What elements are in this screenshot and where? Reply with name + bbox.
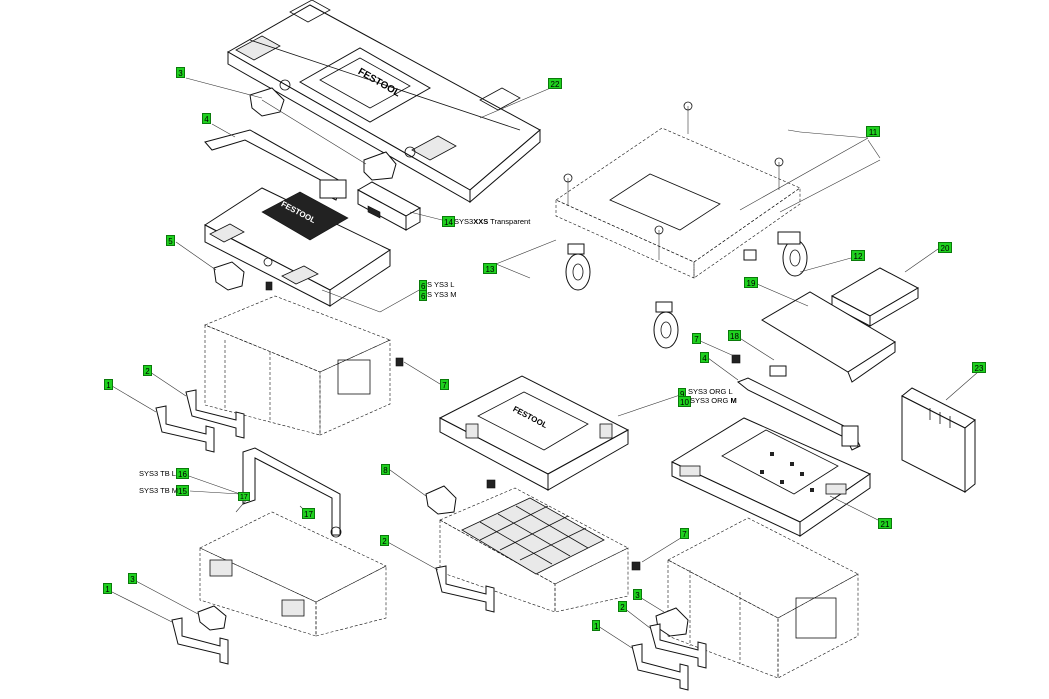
callout-1b[interactable]: 1 xyxy=(103,583,112,594)
callout-2[interactable]: 2 xyxy=(143,365,152,376)
part-2-handle-center xyxy=(435,565,495,613)
callout-16[interactable]: 16 xyxy=(176,468,189,479)
part-11-cart xyxy=(555,101,801,279)
part-1-handle-right xyxy=(631,643,689,691)
callout-14[interactable]: 14 xyxy=(442,216,455,227)
part-3-latch-c xyxy=(655,607,689,637)
callout-2c[interactable]: 2 xyxy=(618,601,627,612)
callout-20[interactable]: 20 xyxy=(938,242,952,253)
part-2-handle-right xyxy=(649,623,707,669)
label-tb-m: SYS3 TB M xyxy=(139,486,179,495)
part-7-screw-e xyxy=(631,561,641,571)
part-8-latch xyxy=(425,485,457,515)
callout-12[interactable]: 12 xyxy=(851,250,865,261)
part-12-clip xyxy=(743,249,757,261)
part-4-handle xyxy=(204,129,347,201)
callout-15[interactable]: 15 xyxy=(176,485,189,496)
part-21-systainer-top-right xyxy=(670,417,872,537)
callout-1c[interactable]: 1 xyxy=(592,620,601,631)
part-5-systainer-top: FESTOOL xyxy=(204,187,392,307)
callout-22[interactable]: 22 xyxy=(548,78,562,89)
part-17-tb-handle xyxy=(242,447,342,538)
part-9-org-lid: FESTOOL xyxy=(438,375,630,491)
callout-7b[interactable]: 7 xyxy=(440,379,449,390)
part-22-lid: FESTOOL xyxy=(226,0,541,204)
part-1-handle-bottom-left xyxy=(171,617,229,665)
organizer-box xyxy=(439,487,629,613)
part-14-xxs-box xyxy=(356,181,422,231)
label-ys3-m: S YS3 M xyxy=(427,290,457,299)
callout-18[interactable]: 18 xyxy=(728,330,741,341)
callout-2b[interactable]: 2 xyxy=(380,535,389,546)
callout-23[interactable]: 23 xyxy=(972,362,986,373)
part-6-latch xyxy=(213,261,245,291)
callout-8[interactable]: 8 xyxy=(381,464,390,475)
tb-box xyxy=(199,511,387,637)
part-7-screw-c xyxy=(731,354,741,364)
callout-3b[interactable]: 3 xyxy=(128,573,137,584)
part-19-tray xyxy=(761,291,896,383)
label-org-m: SYS3 ORG M xyxy=(690,396,737,405)
callout-13[interactable]: 13 xyxy=(483,263,497,274)
callout-4b[interactable]: 4 xyxy=(700,352,709,363)
part-4-handle-right xyxy=(737,377,861,451)
callout-21[interactable]: 21 xyxy=(878,518,892,529)
callout-17a[interactable]: 17 xyxy=(238,492,250,501)
part-7-screw-b xyxy=(395,357,404,367)
callout-11[interactable]: 11 xyxy=(866,126,880,137)
callout-17b[interactable]: 17 xyxy=(302,508,315,519)
part-3-latch xyxy=(249,87,397,181)
callout-1[interactable]: 1 xyxy=(104,379,113,390)
callout-7c[interactable]: 7 xyxy=(680,528,689,539)
part-7-screw-d xyxy=(486,479,496,489)
systainer-body-left xyxy=(204,295,391,436)
part-13-wheel xyxy=(565,231,808,349)
callout-3c[interactable]: 3 xyxy=(633,589,642,600)
callout-3[interactable]: 3 xyxy=(176,67,185,78)
callout-10[interactable]: 10 xyxy=(678,396,691,407)
part-18-clip xyxy=(769,365,787,377)
label-ys3-l: S YS3 L xyxy=(427,280,455,289)
callout-7a[interactable]: 7 xyxy=(692,333,701,344)
callout-6b[interactable]: 6 xyxy=(419,290,428,301)
label-org-l: SYS3 ORG L xyxy=(688,387,733,396)
part-2-handle-left xyxy=(185,389,245,439)
part-3-latch-b xyxy=(197,605,227,631)
part-1-handle-left xyxy=(155,405,215,453)
callout-4[interactable]: 4 xyxy=(202,113,211,124)
leader-lines xyxy=(107,77,979,649)
callout-19[interactable]: 19 xyxy=(744,277,758,288)
callout-5[interactable]: 5 xyxy=(166,235,175,246)
label-tb-l: SYS3 TB L xyxy=(139,469,176,478)
part-7-screw xyxy=(265,281,273,291)
part-23-bin xyxy=(901,387,976,494)
label-xxs: SYS3XXS Transparent xyxy=(454,217,531,226)
part-20-insert xyxy=(830,267,920,327)
